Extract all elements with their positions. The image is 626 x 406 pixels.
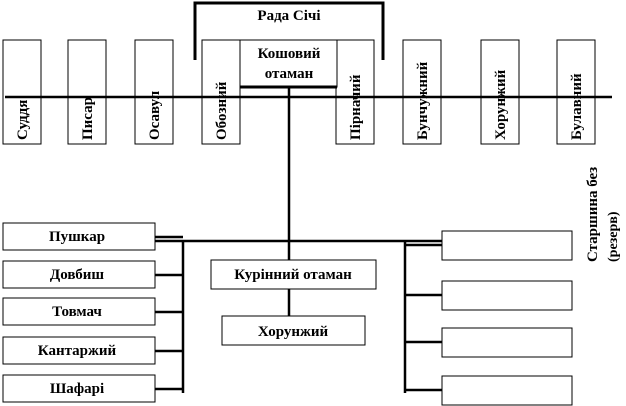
top-officer-label: Писар bbox=[80, 97, 96, 140]
top-officer-label: Обозний bbox=[214, 81, 230, 140]
top-officer-label: Бунчужний bbox=[415, 61, 431, 140]
koshovyi-box bbox=[239, 39, 338, 88]
left-officer-label: Кантаржий bbox=[38, 343, 117, 359]
right-empty-box bbox=[441, 327, 573, 358]
top-officer-box bbox=[402, 39, 442, 145]
left-officer-box bbox=[2, 297, 156, 326]
left-officer-label: Шафарі bbox=[50, 381, 104, 397]
top-officer-box bbox=[556, 39, 596, 145]
khorunzhyi-box bbox=[221, 315, 366, 346]
top-officer-label: Хорунжий bbox=[493, 69, 509, 140]
top-officer-box bbox=[201, 39, 241, 145]
koshovyi-label-line2: отаман bbox=[265, 66, 314, 82]
right-empty-box bbox=[441, 280, 573, 311]
top-officer-label: Булавний bbox=[569, 73, 585, 140]
left-officer-label: Довбиш bbox=[50, 267, 104, 283]
top-officer-box bbox=[134, 39, 174, 145]
starshyna-bez-line2: (резерв) bbox=[606, 211, 621, 262]
top-officer-label: Осавул bbox=[147, 90, 163, 140]
top-officer-box bbox=[2, 39, 42, 145]
top-officer-label: Пірначий bbox=[348, 74, 364, 140]
starshyna-bez-line1: Старшина без bbox=[585, 167, 601, 262]
rada-label: Рада Січі bbox=[257, 8, 320, 24]
top-officer-box bbox=[480, 39, 520, 145]
left-officer-box bbox=[2, 260, 156, 289]
rada-frame bbox=[193, 1, 385, 38]
top-officer-box bbox=[335, 39, 375, 145]
left-officer-label: Пушкар bbox=[49, 229, 105, 245]
right-empty-box bbox=[441, 230, 573, 261]
left-officer-box bbox=[2, 336, 156, 365]
left-officer-label: Товмач bbox=[52, 304, 102, 320]
top-officer-box bbox=[67, 39, 107, 145]
top-officer-label: Суддя bbox=[15, 100, 31, 140]
kurinnyi-box bbox=[210, 259, 377, 290]
kurinnyi-label: Курінний отаман bbox=[234, 267, 352, 283]
khorunzhyi-label: Хорунжий bbox=[258, 324, 329, 340]
koshovyi-label-line1: Кошовий bbox=[258, 46, 321, 62]
right-empty-box bbox=[441, 375, 573, 406]
left-officer-box bbox=[2, 222, 156, 251]
